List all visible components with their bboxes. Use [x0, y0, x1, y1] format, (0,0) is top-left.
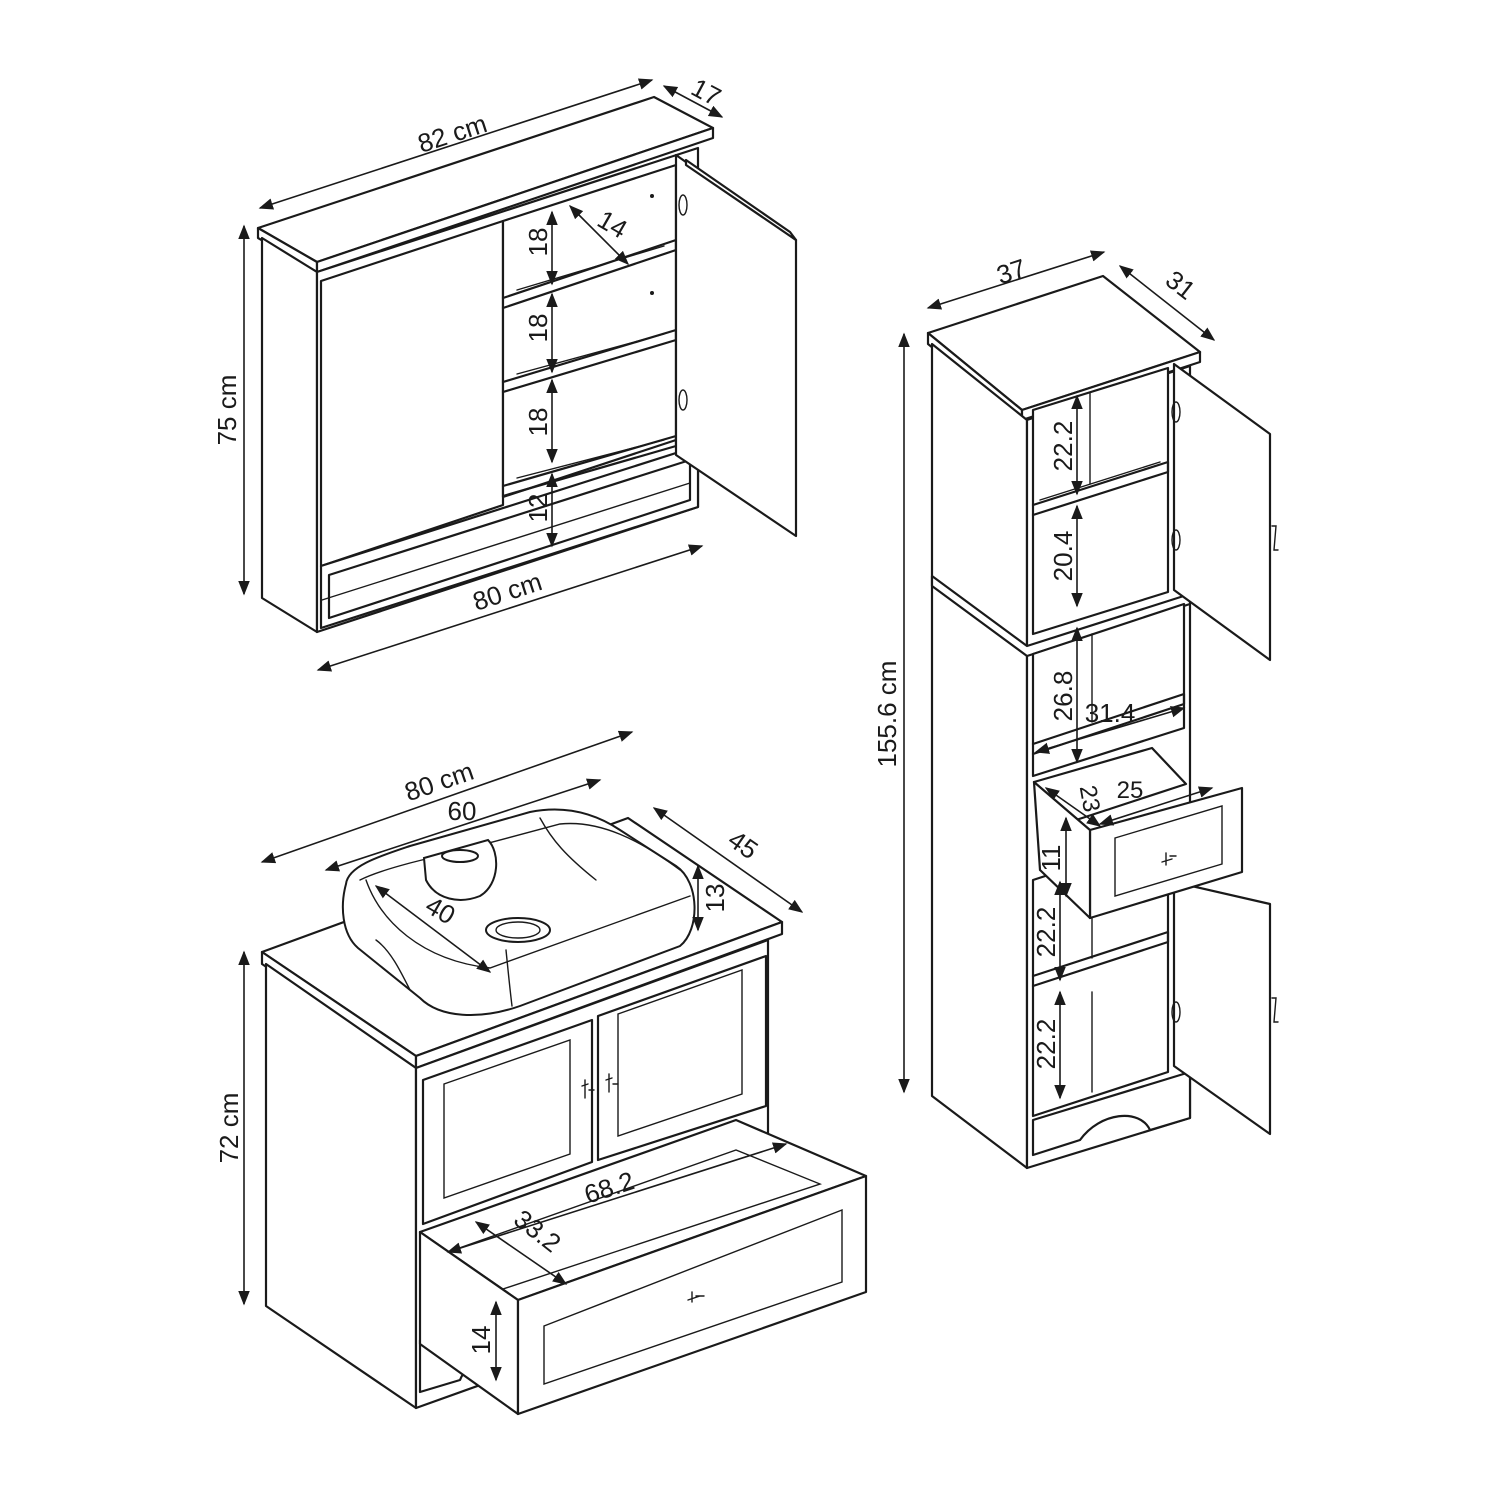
- tall-depth-label: 31: [1160, 264, 1201, 305]
- vanity-depth-label: 45: [723, 824, 764, 865]
- basin-depth-dimension: [374, 885, 492, 973]
- wall-shelf-2-label: 18: [523, 314, 553, 343]
- tall-shelf-1-label: 22.2: [1048, 421, 1078, 472]
- wall-shelf-1-label: 18: [523, 228, 553, 257]
- drawer-height-label: 11: [1036, 845, 1066, 872]
- wall-depth-label: 17: [686, 72, 726, 112]
- tall-width-dimension: [926, 250, 1106, 310]
- drawer-depth-dimension: [1044, 787, 1102, 827]
- wall-width-dimension: [258, 78, 654, 210]
- basin-height-label: 13: [700, 884, 730, 913]
- tall-cabinet: [926, 274, 1279, 1170]
- wall-width-label: 82 cm: [414, 108, 491, 158]
- drawer-width-dimension: [1098, 786, 1214, 826]
- tall-depth-dimension: [1118, 265, 1216, 341]
- wall-shelf-4-label: 12: [523, 494, 553, 523]
- vanity-cabinet: [260, 808, 868, 1416]
- tall-shelf-2-label: 20.4: [1048, 531, 1078, 582]
- drawer-width-label: 25: [1117, 777, 1144, 804]
- wall-depth-dimension: [662, 85, 724, 118]
- wall-height-label: 75 cm: [212, 375, 242, 446]
- wall-shelf-3-label: 18: [523, 408, 553, 437]
- tall-open-width-label: 31.4: [1085, 698, 1136, 728]
- drawer-depth-dim: [474, 1221, 568, 1285]
- vanity-depth-dimension: [652, 807, 804, 913]
- tall-open-height-label: 26.8: [1048, 671, 1078, 722]
- tall-height-label: 155.6 cm: [872, 661, 902, 768]
- wall-shelf-depth-dimension: [568, 204, 630, 266]
- tall-width-label: 37: [993, 253, 1030, 290]
- vanity-height-label: 72 cm: [214, 1093, 244, 1164]
- tall-lower-shelf-1-label: 22.2: [1031, 907, 1061, 958]
- drawer-depth-label: 23: [1074, 783, 1105, 814]
- basin-width-dimension: [324, 778, 602, 872]
- wall-cabinet: [256, 95, 798, 634]
- vanity-drawer-height-label: 14: [466, 1326, 496, 1355]
- basin-width-label: 60: [448, 796, 477, 826]
- tall-open-width-dimension: [1034, 706, 1186, 754]
- wall-inner-width-dimension: [316, 544, 704, 672]
- tall-lower-shelf-2-label: 22.2: [1031, 1019, 1061, 1070]
